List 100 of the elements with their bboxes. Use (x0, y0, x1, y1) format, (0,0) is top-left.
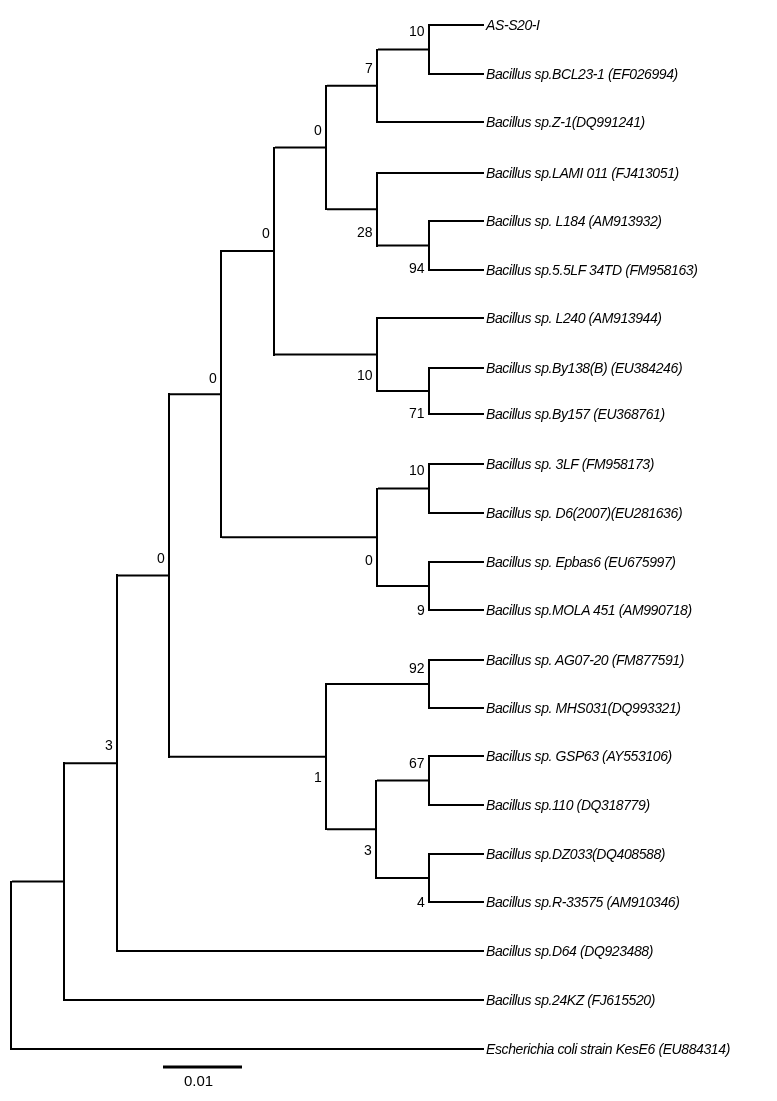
bootstrap-value: 94 (409, 260, 425, 276)
bootstrap-value: 0 (314, 122, 322, 138)
clade-branch-line (428, 463, 430, 514)
tree-branch (376, 877, 429, 879)
clade-branch-line (325, 84, 327, 211)
tree-branch (377, 244, 429, 247)
clade-branch-line (63, 762, 65, 1001)
tree-branch (429, 659, 485, 661)
tree-branch (117, 950, 485, 952)
tree-branch (169, 393, 221, 396)
tree-branch (429, 73, 485, 75)
taxon-name: Bacillus sp.By138(B) (EU384246) (486, 359, 683, 377)
tree-branch (429, 755, 485, 757)
taxon-name: Bacillus sp. MHS031(DQ993321) (486, 699, 681, 717)
bootstrap-value: 0 (157, 550, 165, 566)
bootstrap-value: 10 (409, 462, 425, 478)
clade-branch-line (428, 24, 430, 75)
bootstrap-value: 0 (262, 225, 270, 241)
taxon-name: Bacillus sp. L240 (AM913944) (486, 309, 662, 327)
tree-branch (429, 367, 485, 369)
tree-branch (64, 762, 117, 765)
taxon-name: Bacillus sp. D6(2007)(EU281636) (486, 504, 683, 522)
tree-branch (429, 24, 485, 26)
scale-value: 0.01 (184, 1072, 214, 1090)
taxon-name: Bacillus sp. GSP63 (AY553106) (486, 747, 672, 765)
bootstrap-value: 67 (409, 755, 425, 771)
clade-branch-line (428, 220, 430, 271)
clade-branch-line (116, 574, 118, 952)
tree-branch (429, 269, 485, 271)
clade-branch-line (375, 779, 377, 879)
clade-branch-line (428, 561, 430, 611)
taxon-name: Bacillus sp.110 (DQ318779) (486, 796, 650, 814)
tree-branch (326, 683, 429, 685)
tree-branch (326, 208, 377, 211)
bootstrap-value: 3 (105, 737, 113, 753)
tree-branch (377, 317, 485, 319)
tree-branch (326, 84, 377, 87)
bootstrap-value: 7 (365, 60, 373, 76)
taxon-name: Bacillus sp.5.5LF 34TD (FM958163) (486, 261, 698, 279)
tree-branch (429, 463, 485, 465)
tree-branch (429, 901, 485, 903)
bootstrap-value: 1 (314, 769, 322, 785)
taxon-name: Bacillus sp.D64 (DQ923488) (486, 942, 654, 960)
tree-branch (429, 512, 485, 514)
tree-branch (429, 413, 485, 415)
clade-branch-line (376, 487, 378, 587)
clade-branch-line (428, 755, 430, 806)
bootstrap-value: 28 (357, 224, 373, 240)
clade-branch-line (325, 683, 327, 831)
tree-branch (117, 574, 169, 577)
taxon-name: Bacillus sp. L184 (AM913932) (486, 212, 662, 230)
clade-branch-line (10, 880, 12, 1050)
clade-branch-line (428, 367, 430, 415)
clade-branch-line (428, 853, 430, 903)
taxon-name: Bacillus sp.Z-1(DQ991241) (486, 113, 645, 131)
tree-branch (429, 561, 485, 563)
taxon-name: Bacillus sp. Epbas6 (EU675997) (486, 553, 676, 571)
bootstrap-value: 3 (364, 842, 372, 858)
tree-branch (377, 121, 485, 123)
clade-branch-line (376, 172, 378, 247)
bootstrap-value: 4 (417, 894, 425, 910)
taxon-name: Bacillus sp.24KZ (FJ615520) (486, 991, 655, 1009)
clade-branch-line (220, 250, 222, 539)
taxon-name: Escherichia coli strain KesE6 (EU884314) (486, 1040, 730, 1058)
tree-branch (326, 828, 376, 831)
bootstrap-value: 92 (409, 660, 425, 676)
tree-branch (377, 390, 429, 392)
tree-branch (429, 853, 485, 855)
tree-branch (376, 779, 429, 782)
taxon-name: Bacillus sp.R-33575 (AM910346) (486, 893, 680, 911)
bootstrap-value: 9 (417, 602, 425, 618)
tree-branch (429, 609, 485, 611)
clade-branch-line (376, 317, 378, 392)
clade-branch-line (376, 48, 378, 123)
taxon-name: Bacillus sp. 3LF (FM958173) (486, 455, 654, 473)
tree-branch (429, 707, 485, 709)
tree-branch (11, 880, 64, 883)
clade-branch-line (273, 146, 275, 356)
tree-branch (274, 353, 377, 356)
tree-branch (377, 585, 429, 587)
tree-branch (377, 172, 485, 174)
bootstrap-value: 10 (357, 367, 373, 383)
taxon-name: Bacillus sp.LAMI 011 (FJ413051) (486, 164, 679, 182)
clade-branch-line (428, 659, 430, 709)
tree-branch (64, 999, 485, 1001)
bootstrap-value: 0 (365, 552, 373, 568)
bootstrap-value: 0 (209, 370, 217, 386)
taxon-name: Bacillus sp.DZ033(DQ408588) (486, 845, 666, 863)
taxon-name: Bacillus sp.By157 (EU368761) (486, 405, 665, 423)
taxon-name: Bacillus sp.MOLA 451 (AM990718) (486, 601, 692, 619)
taxon-name: Bacillus sp.BCL23-1 (EF026994) (486, 65, 678, 83)
bootstrap-value: 10 (409, 23, 425, 39)
tree-branch (274, 146, 326, 149)
tree-branch (377, 487, 429, 490)
clade-branch-line (168, 393, 170, 758)
tree-branch (221, 250, 274, 252)
tree-branch (221, 536, 377, 539)
tree-branch (377, 48, 429, 51)
taxon-name: AS-S20-I (486, 16, 540, 34)
taxon-name: Bacillus sp. AG07-20 (FM877591) (486, 651, 684, 669)
